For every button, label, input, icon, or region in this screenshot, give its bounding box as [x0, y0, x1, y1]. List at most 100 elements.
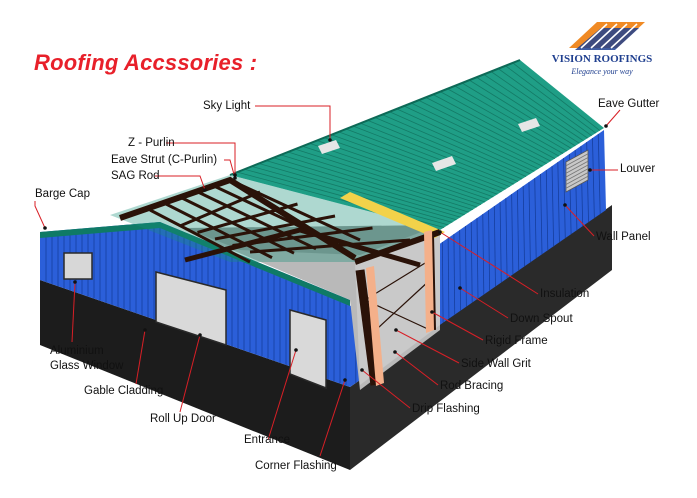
- roof-rib: [353, 125, 510, 188]
- leader-line-rigid-frame: [431, 311, 484, 341]
- label-aluminium-window-line1: Aluminium: [50, 345, 104, 357]
- wall-rib: [597, 133, 601, 215]
- wall-rib: [592, 137, 595, 219]
- insulation-strip: [340, 192, 445, 238]
- label-sag-rod: SAG Rod: [111, 170, 160, 182]
- wall-rib: [505, 197, 508, 279]
- wall-rib: [563, 157, 566, 239]
- roof-rib: [273, 157, 465, 216]
- label-roll-up-door: Roll Up Door: [150, 413, 216, 425]
- sky-lights: [318, 118, 540, 171]
- page-heading: Roofing Accssories :: [34, 50, 258, 75]
- leader-dot-barge-cap: [43, 226, 47, 230]
- leader-dot-z-purlin: [233, 173, 237, 177]
- brand-logo-mark: [569, 22, 645, 50]
- roof-rib: [331, 134, 498, 195]
- leader-line-barge-cap: [34, 201, 46, 229]
- wall-rib: [441, 241, 444, 323]
- label-sky-light: Sky Light: [203, 100, 251, 112]
- leader-dot-gable-cladding: [143, 328, 147, 332]
- label-side-wall-grit: Side Wall Grit: [461, 358, 531, 370]
- wall-rib: [453, 233, 456, 315]
- roof-rib: [483, 74, 584, 142]
- wall-rib: [557, 161, 560, 243]
- louver-slat: [565, 164, 589, 178]
- label-rod-bracing: Rod Bracing: [440, 380, 504, 392]
- roof-rib: [498, 68, 592, 136]
- wall-rib: [517, 189, 520, 271]
- purlin: [197, 190, 317, 251]
- leader-line-eave-strut: [224, 159, 236, 179]
- leader-line-insulation: [439, 231, 539, 295]
- roof-rib: [295, 148, 478, 208]
- label-eave-strut: Eave Strut (C-Purlin): [111, 154, 218, 166]
- roof-rib: [403, 105, 539, 170]
- roof-rib: [374, 117, 523, 180]
- label-louver: Louver: [620, 163, 656, 175]
- rigid-frame-flange: [366, 230, 434, 386]
- roof-rib: [425, 97, 551, 162]
- leader-line-rod-bracing: [394, 351, 439, 386]
- leader-dot-eave-strut: [233, 176, 237, 180]
- label-wall-panel: Wall Panel: [596, 231, 651, 243]
- roof-rib: [258, 163, 457, 221]
- leader-dot-insulation: [438, 230, 442, 234]
- label-rigid-frame: Rigid Frame: [485, 335, 548, 347]
- roof-rib: [287, 151, 473, 210]
- roof-rib: [490, 71, 588, 139]
- roof-rib: [309, 142, 486, 203]
- label-entrance: Entrance: [244, 434, 291, 446]
- leader-line-down-spout: [459, 287, 509, 319]
- roof-rib: [432, 94, 555, 159]
- roof-rib: [418, 99, 547, 165]
- entrance-door: [289, 309, 327, 390]
- roof-rib: [360, 122, 514, 185]
- label-eave-gutter: Eave Gutter: [598, 98, 660, 110]
- purlin: [181, 196, 295, 255]
- brand-name: VISION ROOFINGS: [551, 53, 653, 65]
- leader-line-eave-gutter: [605, 109, 621, 127]
- wall-rib: [459, 229, 461, 311]
- leader-line-entrance: [267, 349, 297, 441]
- roof-rib: [302, 145, 482, 205]
- sag-rod: [179, 190, 261, 228]
- roof-rib: [367, 120, 519, 182]
- roof-rib: [382, 114, 527, 177]
- leader-dot-rod-bracing: [393, 350, 397, 354]
- label-barge-cap: Barge Cap: [35, 188, 90, 200]
- leader-dot-eave-gutter: [604, 124, 608, 128]
- roof-rib: [389, 111, 531, 175]
- leader-dot-down-spout: [458, 286, 462, 290]
- purlin: [165, 202, 273, 259]
- wall-rib: [545, 169, 549, 251]
- louver-slat: [565, 172, 589, 185]
- leader-line-corner-flashing: [319, 379, 346, 457]
- leader-dot-roll-up-door: [198, 333, 202, 337]
- sag-rod: [214, 214, 336, 241]
- leader-line-sky-light: [255, 105, 331, 140]
- leader-line-aluminium-window: [71, 281, 76, 343]
- roof-rib: [411, 102, 543, 167]
- wall-rib: [488, 209, 491, 291]
- wall-rib: [476, 217, 479, 299]
- label-gable-cladding: Gable Cladding: [84, 385, 164, 397]
- wall-rib: [551, 165, 555, 247]
- leader-line-drip-flashing: [361, 369, 411, 409]
- roof-rib: [338, 131, 502, 193]
- leader-dot-sag-rod: [203, 188, 207, 192]
- sag-rod: [249, 238, 411, 254]
- roof-rib: [469, 79, 576, 147]
- wall-rib: [499, 201, 502, 283]
- leader-line-roll-up-door: [179, 334, 201, 413]
- roof-rib: [266, 160, 461, 218]
- wall-rib: [522, 185, 525, 267]
- wall-rib: [493, 205, 496, 287]
- leader-line-side-wall-grit: [395, 329, 460, 364]
- leader-line-gable-cladding: [135, 329, 146, 385]
- roof-rib: [280, 154, 469, 213]
- leader-line-z-purlin: [166, 142, 236, 175]
- roof-rib: [454, 85, 568, 152]
- roof-rib: [505, 65, 597, 134]
- roof-rib: [396, 108, 535, 172]
- wall-rib: [528, 181, 531, 263]
